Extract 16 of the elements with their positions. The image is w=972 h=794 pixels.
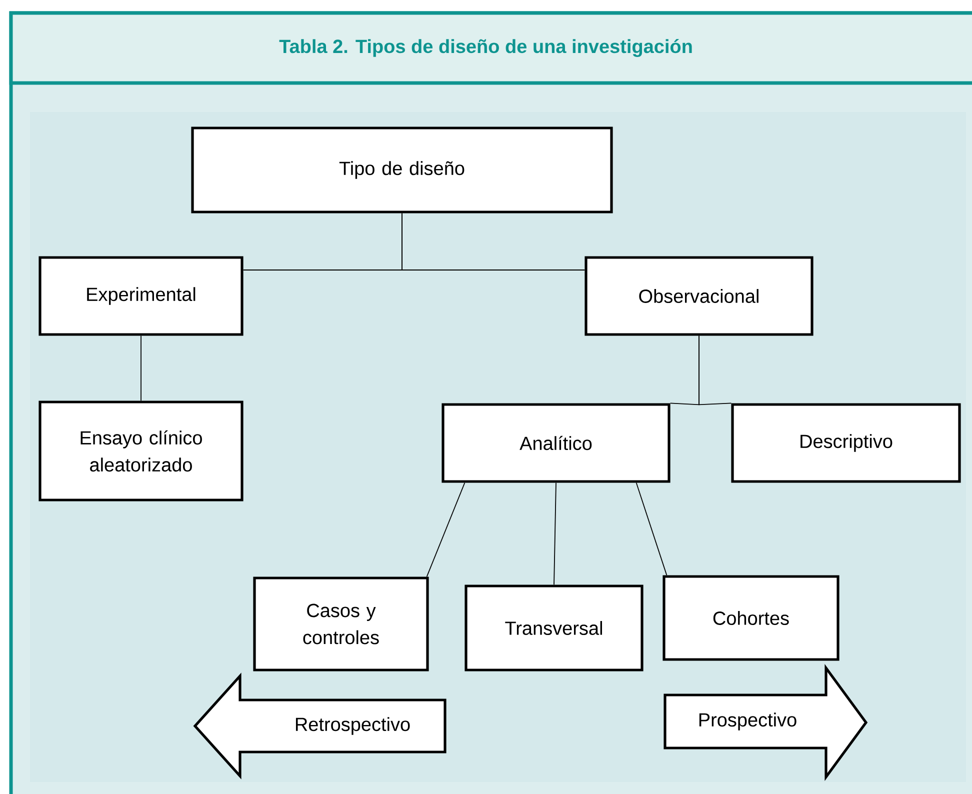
category-box: Observacional <box>584 256 814 336</box>
category-box: Cohortes <box>662 575 840 661</box>
connector-line <box>698 335 732 406</box>
connector-line <box>636 482 668 576</box>
table-title: Tabla 2. Tipos de diseño de una investigación <box>279 39 692 57</box>
category-box: Analítico <box>442 403 670 483</box>
category-box: Ensayo clínico aleatorizado <box>38 400 244 502</box>
connector-line <box>426 482 466 578</box>
category-box: Transversal <box>464 584 644 672</box>
connector-line <box>402 212 586 270</box>
category-box: Casos y controles <box>253 576 429 672</box>
connector-line <box>140 335 142 402</box>
category-box: Experimental <box>38 256 244 336</box>
category-box: Descriptivo <box>731 403 961 483</box>
category-box: Tipo de diseño <box>191 126 613 214</box>
connector-line <box>554 482 556 586</box>
